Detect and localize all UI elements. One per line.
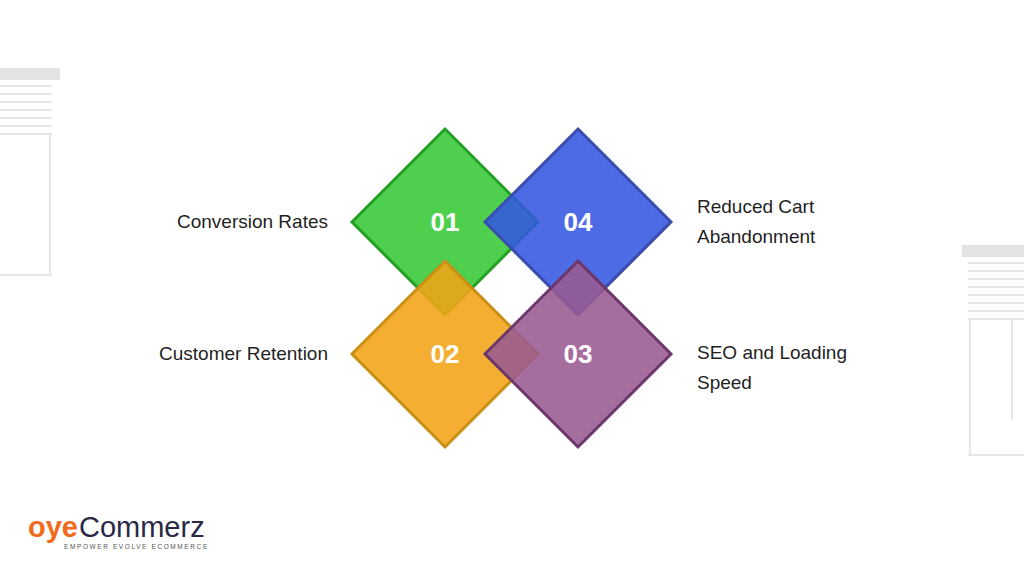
logo-name: Commerz <box>79 511 205 544</box>
item-label: Reduced Cart Abandonment <box>697 192 862 252</box>
item-label: SEO and Loading Speed <box>697 338 877 398</box>
logo-tagline: EMPOWER EVOLVE ECOMMERCE <box>64 543 209 550</box>
diamond-number: 04 <box>483 207 673 238</box>
diamond-number: 01 <box>350 207 540 238</box>
item-label: Customer Retention <box>108 339 328 369</box>
item-label: Conversion Rates <box>108 207 328 237</box>
diamond-number: 02 <box>350 339 540 370</box>
diamond-number: 03 <box>483 339 673 370</box>
logo-mark: oye <box>28 511 78 544</box>
numbered-diamond: 02 <box>350 259 540 449</box>
numbered-diamond: 03 <box>483 259 673 449</box>
